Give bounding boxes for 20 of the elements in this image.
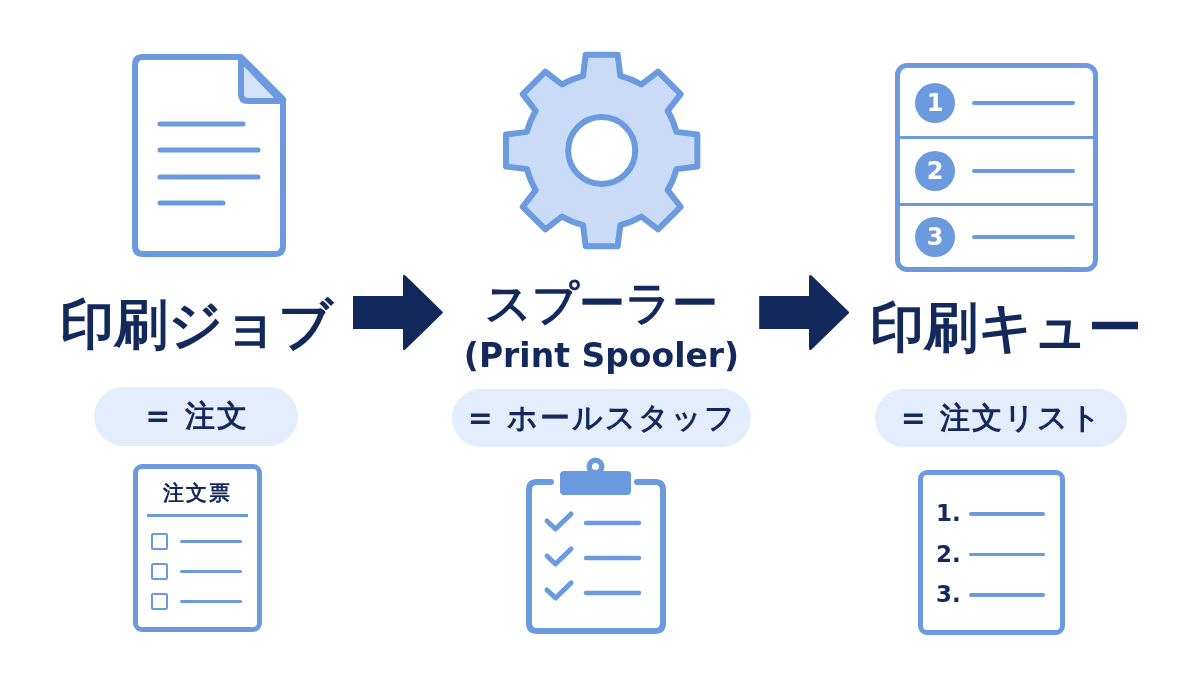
order-form-card [133,464,262,632]
document-icon [131,53,287,258]
list-sheet-card [918,470,1065,635]
title-text: スプーラー [485,276,718,330]
queue-list-box [895,63,1098,272]
label-pill: = 注文 [94,387,298,446]
list-number: 1. [936,500,961,528]
list-number: 3. [936,581,961,609]
arrow [759,275,849,350]
title-text: 印刷キュー [870,295,1142,361]
title-text: 印刷ジョブ [60,292,333,358]
number-circle: 1 [915,83,955,123]
form-title: 注文票 [162,481,232,507]
number-circle: 3 [915,217,955,257]
label-pill: = 注文リスト [875,389,1127,447]
arrow [353,275,443,350]
label-pill: = ホールスタッフ [452,389,751,447]
subtitle-text: (Print Spooler) [463,335,740,376]
list-number: 2. [936,540,961,569]
number-circle: 2 [915,151,955,191]
